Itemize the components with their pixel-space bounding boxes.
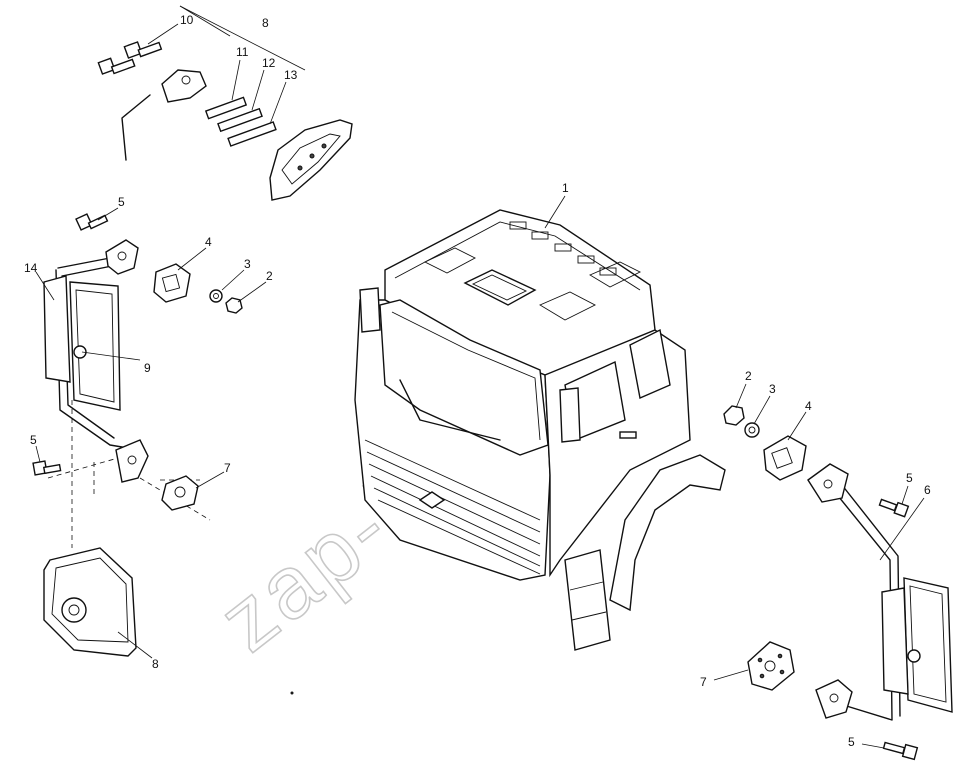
roof-hatch bbox=[463, 269, 537, 306]
callout-labels: 10 8 11 12 13 1 5 4 3 2 14 9 5 7 8 2 3 4… bbox=[24, 13, 931, 749]
callout-13: 13 bbox=[284, 68, 298, 82]
mirror-mount-top bbox=[105, 239, 139, 275]
bolt-10b bbox=[97, 57, 136, 75]
mirror-bracket-14 bbox=[43, 275, 71, 383]
right-mirror-assembly bbox=[807, 463, 953, 721]
right-mirror-mount-bottom bbox=[815, 679, 853, 719]
truck-cab bbox=[354, 209, 726, 651]
callout-10: 10 bbox=[180, 13, 194, 27]
callout-5-d: 5 bbox=[848, 735, 855, 749]
gasket-7-b bbox=[747, 641, 795, 691]
callout-12: 12 bbox=[262, 56, 276, 70]
cab-step bbox=[564, 549, 611, 651]
callout-2-a: 2 bbox=[266, 269, 273, 283]
callout-6: 6 bbox=[924, 483, 931, 497]
mirror-8 bbox=[43, 547, 137, 657]
callout-4-b: 4 bbox=[805, 399, 812, 413]
shim-11 bbox=[204, 96, 248, 120]
marker-lamp bbox=[269, 119, 353, 201]
shim-13 bbox=[227, 121, 277, 147]
kit-8-parts bbox=[97, 5, 353, 201]
callout-3-b: 3 bbox=[769, 382, 776, 396]
callout-8-kit: 8 bbox=[262, 16, 269, 30]
leader-lines bbox=[35, 23, 925, 749]
callout-14: 14 bbox=[24, 261, 38, 275]
bolt-5-c bbox=[878, 498, 910, 518]
bolt-5-d bbox=[882, 741, 919, 761]
wheel-arch bbox=[609, 454, 726, 612]
nut-2-a bbox=[225, 297, 243, 314]
callout-4-a: 4 bbox=[205, 235, 212, 249]
callout-5-a: 5 bbox=[118, 195, 125, 209]
gasket-7-a bbox=[161, 475, 199, 511]
callout-5-c: 5 bbox=[906, 471, 913, 485]
callout-3-a: 3 bbox=[244, 257, 251, 271]
left-mirror-assembly bbox=[43, 239, 211, 548]
cab-emblem bbox=[418, 491, 446, 509]
right-mirror-mount-top bbox=[807, 463, 849, 503]
callout-7-a: 7 bbox=[224, 461, 231, 475]
callout-7-b: 7 bbox=[700, 675, 707, 689]
bolt-10 bbox=[123, 41, 163, 59]
callout-9: 9 bbox=[144, 361, 151, 375]
washer-3-b bbox=[744, 422, 760, 438]
radiator-grille bbox=[364, 439, 541, 575]
washer-3-a bbox=[209, 289, 223, 303]
callout-2-b: 2 bbox=[745, 369, 752, 383]
mirror-mount-bottom bbox=[115, 439, 149, 483]
bolt-5-a bbox=[75, 213, 109, 231]
gasket-4-a bbox=[153, 263, 191, 303]
gasket-4-b bbox=[763, 435, 807, 481]
mirror-6 bbox=[903, 577, 953, 713]
callout-1: 1 bbox=[562, 181, 569, 195]
nut-2-b bbox=[723, 405, 745, 426]
hex-key bbox=[121, 94, 151, 161]
mirror-9 bbox=[69, 281, 121, 411]
callout-11: 11 bbox=[236, 45, 249, 59]
bracket-plate bbox=[161, 69, 207, 103]
bolt-5-b bbox=[32, 460, 62, 476]
shim-12 bbox=[217, 107, 263, 133]
callout-8-mirror: 8 bbox=[152, 657, 159, 671]
callout-5-b: 5 bbox=[30, 433, 37, 447]
